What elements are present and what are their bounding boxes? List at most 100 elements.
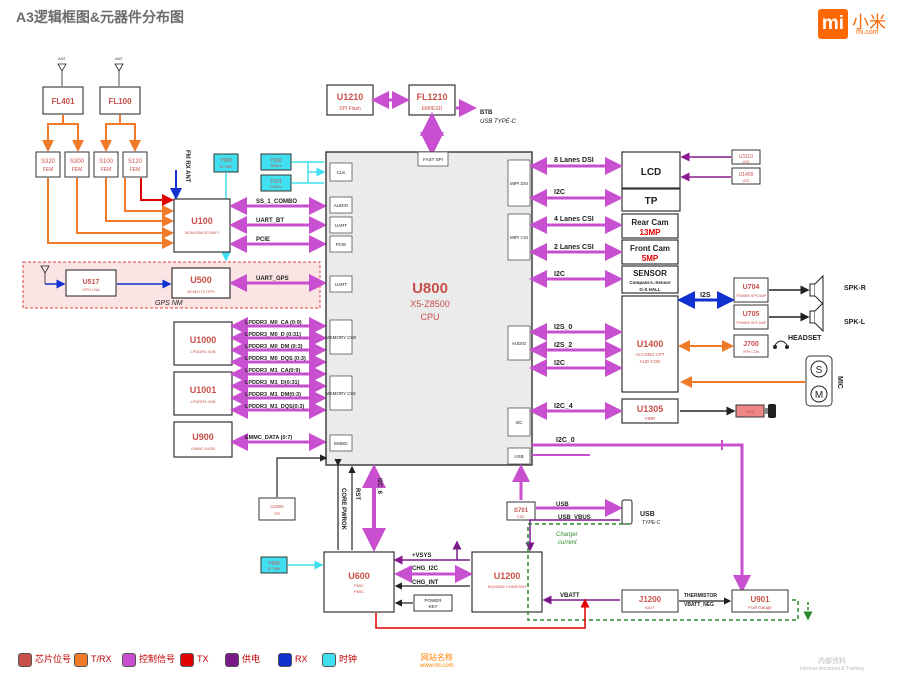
u705-block: U705 TFA9890 SPK AMP	[733, 304, 769, 330]
svg-text:TYPE-C: TYPE-C	[642, 520, 661, 526]
svg-text:MIC: MIC	[836, 376, 843, 389]
svg-text:U1800: U1800	[270, 504, 284, 509]
svg-text:LPDDR3 4GB: LPDDR3 4GB	[191, 349, 216, 354]
svg-text:S100: S100	[99, 159, 114, 165]
svg-text:8 Lanes DSI: 8 Lanes DSI	[554, 157, 594, 164]
svg-text:U1210: U1210	[337, 92, 364, 102]
svg-text:AUD COD: AUD COD	[640, 359, 662, 364]
svg-text:MIPI DSI: MIPI DSI	[510, 181, 528, 186]
svg-text:VIBR: VIBR	[645, 416, 656, 421]
svg-text:U1000: U1000	[190, 335, 217, 345]
svg-text:32.768K: 32.768K	[267, 567, 281, 571]
svg-text:LPDDR3_M0_DM (0:3): LPDDR3_M0_DM (0:3)	[245, 344, 303, 350]
svg-text:2 Lanes CSI: 2 Lanes CSI	[554, 244, 594, 251]
svg-text:U1001: U1001	[190, 385, 217, 395]
svg-text:J700: J700	[743, 341, 759, 348]
svg-text:VBATT: VBATT	[560, 593, 580, 599]
svg-text:LED: LED	[743, 160, 750, 164]
u1400-codec-block: U1400 ALC3451 CPT AUD COD	[621, 295, 679, 393]
front-cam-block: Front Cam 5MP	[621, 239, 679, 265]
svg-text:I2C_6: I2C_6	[376, 478, 382, 495]
svg-text:FEM: FEM	[101, 167, 112, 173]
svg-text:USB: USB	[514, 454, 523, 459]
svg-text:BCM4774 GPS: BCM4774 GPS	[187, 289, 215, 294]
mic-icon: M	[810, 385, 828, 403]
svg-text:PMIC: PMIC	[354, 583, 364, 588]
brand-name: 小米	[852, 13, 886, 33]
svg-text:I2C_4: I2C_4	[554, 403, 573, 410]
svg-text:HEADSET: HEADSET	[788, 335, 822, 342]
u100-block: U100 BCM4356 BT/WIFI	[173, 198, 231, 253]
svg-text:S320: S320	[41, 159, 56, 165]
svg-text:LPDDR3_M1_DQS(0:3): LPDDR3_M1_DQS(0:3)	[245, 404, 304, 410]
svg-text:UART_BT: UART_BT	[256, 218, 284, 224]
svg-text:LPDDR3_M1_CA(0:9): LPDDR3_M1_CA(0:9)	[245, 368, 300, 374]
svg-text:SS_1_COMBO: SS_1_COMBO	[256, 199, 297, 205]
svg-text:AUDIO: AUDIO	[512, 341, 527, 346]
u800-cpu-block: U800 X5-Z8500 CPU	[325, 151, 533, 466]
svg-text:Charger: Charger	[556, 532, 579, 538]
svg-text:VBATT_NEG: VBATT_NEG	[684, 602, 714, 608]
svg-text:32.768K: 32.768K	[219, 165, 233, 169]
svg-text:CHG_INT: CHG_INT	[412, 580, 439, 586]
legend-item-tx: TX	[180, 652, 209, 667]
svg-text:LPDDR3 4GB: LPDDR3 4GB	[191, 399, 216, 404]
svg-text:PCIE: PCIE	[256, 237, 270, 243]
svg-text:U901: U901	[750, 595, 770, 604]
svg-text:AUDIO: AUDIO	[334, 203, 349, 208]
svg-text:FAST SPI: FAST SPI	[423, 157, 443, 162]
u1800-block: U1800 DPI	[258, 497, 296, 521]
svg-text:I2C: I2C	[554, 360, 565, 367]
svg-text:BATT: BATT	[645, 605, 655, 610]
j1200-block: J1200 BATT	[621, 589, 679, 613]
footer-right: 内部资料 Internal document & Training	[800, 658, 864, 672]
svg-text:TFA9890 SPK AMP: TFA9890 SPK AMP	[736, 321, 767, 325]
svg-text:FEM: FEM	[130, 167, 141, 173]
svg-text:RST: RST	[354, 488, 360, 500]
svg-text:I2C: I2C	[554, 271, 565, 278]
svg-text:U100: U100	[191, 216, 213, 226]
svg-text:MIPI CSI: MIPI CSI	[510, 235, 528, 240]
svg-text:ANT: ANT	[58, 56, 67, 61]
footer-center: 网站名称 www.mi.com	[420, 653, 454, 669]
btb-label: BTB	[480, 110, 493, 116]
svg-text:LPDDR3_M1_DM(0:3): LPDDR3_M1_DM(0:3)	[245, 392, 301, 398]
headset-icon	[773, 340, 789, 349]
tp-block: TP	[621, 188, 681, 212]
svg-text:EMMC: EMMC	[334, 441, 348, 446]
svg-text:Rear Cam: Rear Cam	[631, 218, 668, 227]
svg-text:I2S: I2S	[700, 292, 711, 299]
usb-port-icon	[621, 499, 633, 525]
svg-text:UART_GPS: UART_GPS	[256, 276, 289, 282]
svg-text:U1400: U1400	[739, 172, 754, 178]
svg-text:HPH CON: HPH CON	[743, 350, 760, 354]
svg-text:13MP: 13MP	[640, 228, 662, 237]
legend-item-trx: T/RX	[74, 652, 112, 667]
svg-text:Front Cam: Front Cam	[630, 244, 670, 253]
page-title: A3逻辑框图&元器件分布图	[16, 9, 185, 25]
svg-text:Compass-L-Sensor: Compass-L-Sensor	[629, 280, 671, 285]
svg-text:PMIC: PMIC	[354, 589, 364, 594]
svg-text:USB: USB	[640, 511, 655, 518]
svg-text:TP: TP	[645, 196, 658, 207]
fm-rx-ant-label: FM RX ANT	[184, 150, 190, 183]
sensor-block: SENSOR Compass-L-Sensor G-S HALL	[621, 265, 679, 294]
svg-text:CHG_I2C: CHG_I2C	[412, 566, 439, 572]
svg-text:Fuel Gauge: Fuel Gauge	[748, 605, 772, 610]
svg-text:M: M	[815, 390, 823, 401]
svg-text:LED: LED	[743, 179, 750, 183]
svg-text:MEMORY CH1: MEMORY CH1	[326, 391, 357, 396]
u600-block: U600 PMIC PMIC	[323, 551, 395, 613]
svg-text:EMI/ESD: EMI/ESD	[422, 106, 443, 112]
svg-text:current: current	[558, 540, 577, 546]
svg-text:4 Lanes CSI: 4 Lanes CSI	[554, 216, 594, 223]
svg-text:BQ25892 CHARGER: BQ25892 CHARGER	[488, 584, 526, 589]
svg-text:U600: U600	[348, 571, 370, 581]
